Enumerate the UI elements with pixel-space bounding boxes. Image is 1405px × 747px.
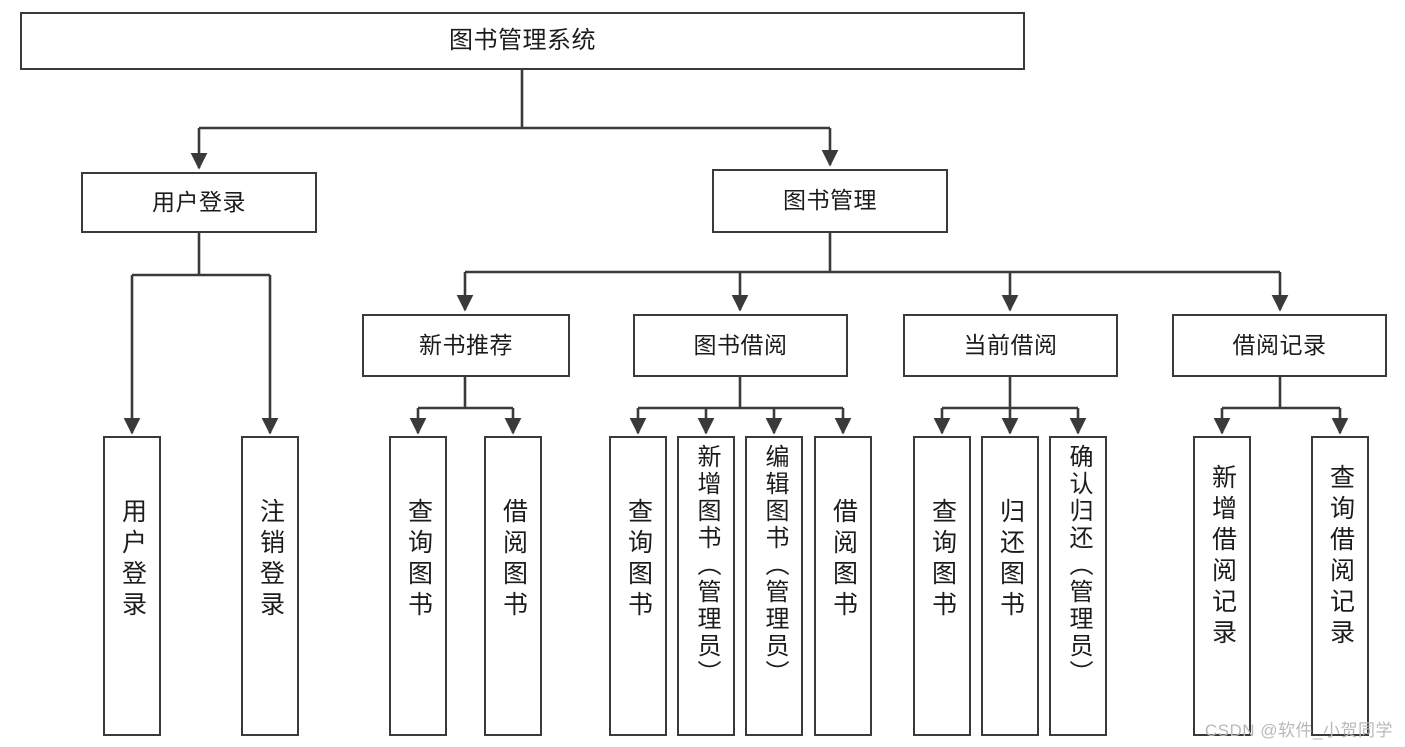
node-label: 新书推荐 <box>419 331 513 358</box>
leaf-current-borrow-confirm-return[interactable]: 确认归还（管理员） <box>1049 436 1107 736</box>
node-label: 新增图书（管理员） <box>693 444 720 687</box>
node-label: 注销登录 <box>256 498 285 622</box>
node-label: 查询图书 <box>928 498 957 622</box>
node-book-management[interactable]: 图书管理 <box>712 169 948 233</box>
leaf-book-borrow-query-book[interactable]: 查询图书 <box>609 436 667 736</box>
leaf-new-book-borrow-book[interactable]: 借阅图书 <box>484 436 542 736</box>
leaf-current-borrow-return-book[interactable]: 归还图书 <box>981 436 1039 736</box>
node-current-borrow[interactable]: 当前借阅 <box>903 314 1118 377</box>
leaf-book-borrow-borrow-book[interactable]: 借阅图书 <box>814 436 872 736</box>
watermark-text: CSDN @软件_小贺同学 <box>1204 721 1393 740</box>
node-label: 查询图书 <box>404 498 433 622</box>
node-label: 用户登录 <box>152 188 246 215</box>
leaf-user-login-login[interactable]: 用户登录 <box>103 436 161 736</box>
node-label: 查询图书 <box>624 498 653 622</box>
node-new-book-recommend[interactable]: 新书推荐 <box>362 314 570 377</box>
leaf-book-borrow-add-book[interactable]: 新增图书（管理员） <box>677 436 735 736</box>
node-label: 借阅记录 <box>1232 331 1327 358</box>
node-label: 当前借阅 <box>963 331 1058 358</box>
leaf-user-login-logout[interactable]: 注销登录 <box>241 436 299 736</box>
node-user-login[interactable]: 用户登录 <box>81 172 317 233</box>
node-label: 查询借阅记录 <box>1326 464 1355 650</box>
leaf-borrow-record-query-record[interactable]: 查询借阅记录 <box>1311 436 1369 736</box>
node-label: 编辑图书（管理员） <box>761 444 788 687</box>
node-label: 借阅图书 <box>499 498 528 622</box>
node-root-library-system[interactable]: 图书管理系统 <box>20 12 1025 70</box>
leaf-borrow-record-add-record[interactable]: 新增借阅记录 <box>1193 436 1251 736</box>
node-label: 新增借阅记录 <box>1208 464 1237 650</box>
node-label: 图书借阅 <box>693 331 788 358</box>
node-label: 确认归还（管理员） <box>1065 444 1092 687</box>
leaf-new-book-query-book[interactable]: 查询图书 <box>389 436 447 736</box>
node-label: 归还图书 <box>996 498 1025 622</box>
leaf-current-borrow-query-book[interactable]: 查询图书 <box>913 436 971 736</box>
node-book-borrow[interactable]: 图书借阅 <box>633 314 848 377</box>
node-label: 借阅图书 <box>829 498 858 622</box>
node-borrow-record[interactable]: 借阅记录 <box>1172 314 1387 377</box>
node-label: 图书管理系统 <box>449 26 596 54</box>
node-label: 用户登录 <box>118 498 147 622</box>
leaf-book-borrow-edit-book[interactable]: 编辑图书（管理员） <box>745 436 803 736</box>
node-label: 图书管理 <box>783 187 877 214</box>
